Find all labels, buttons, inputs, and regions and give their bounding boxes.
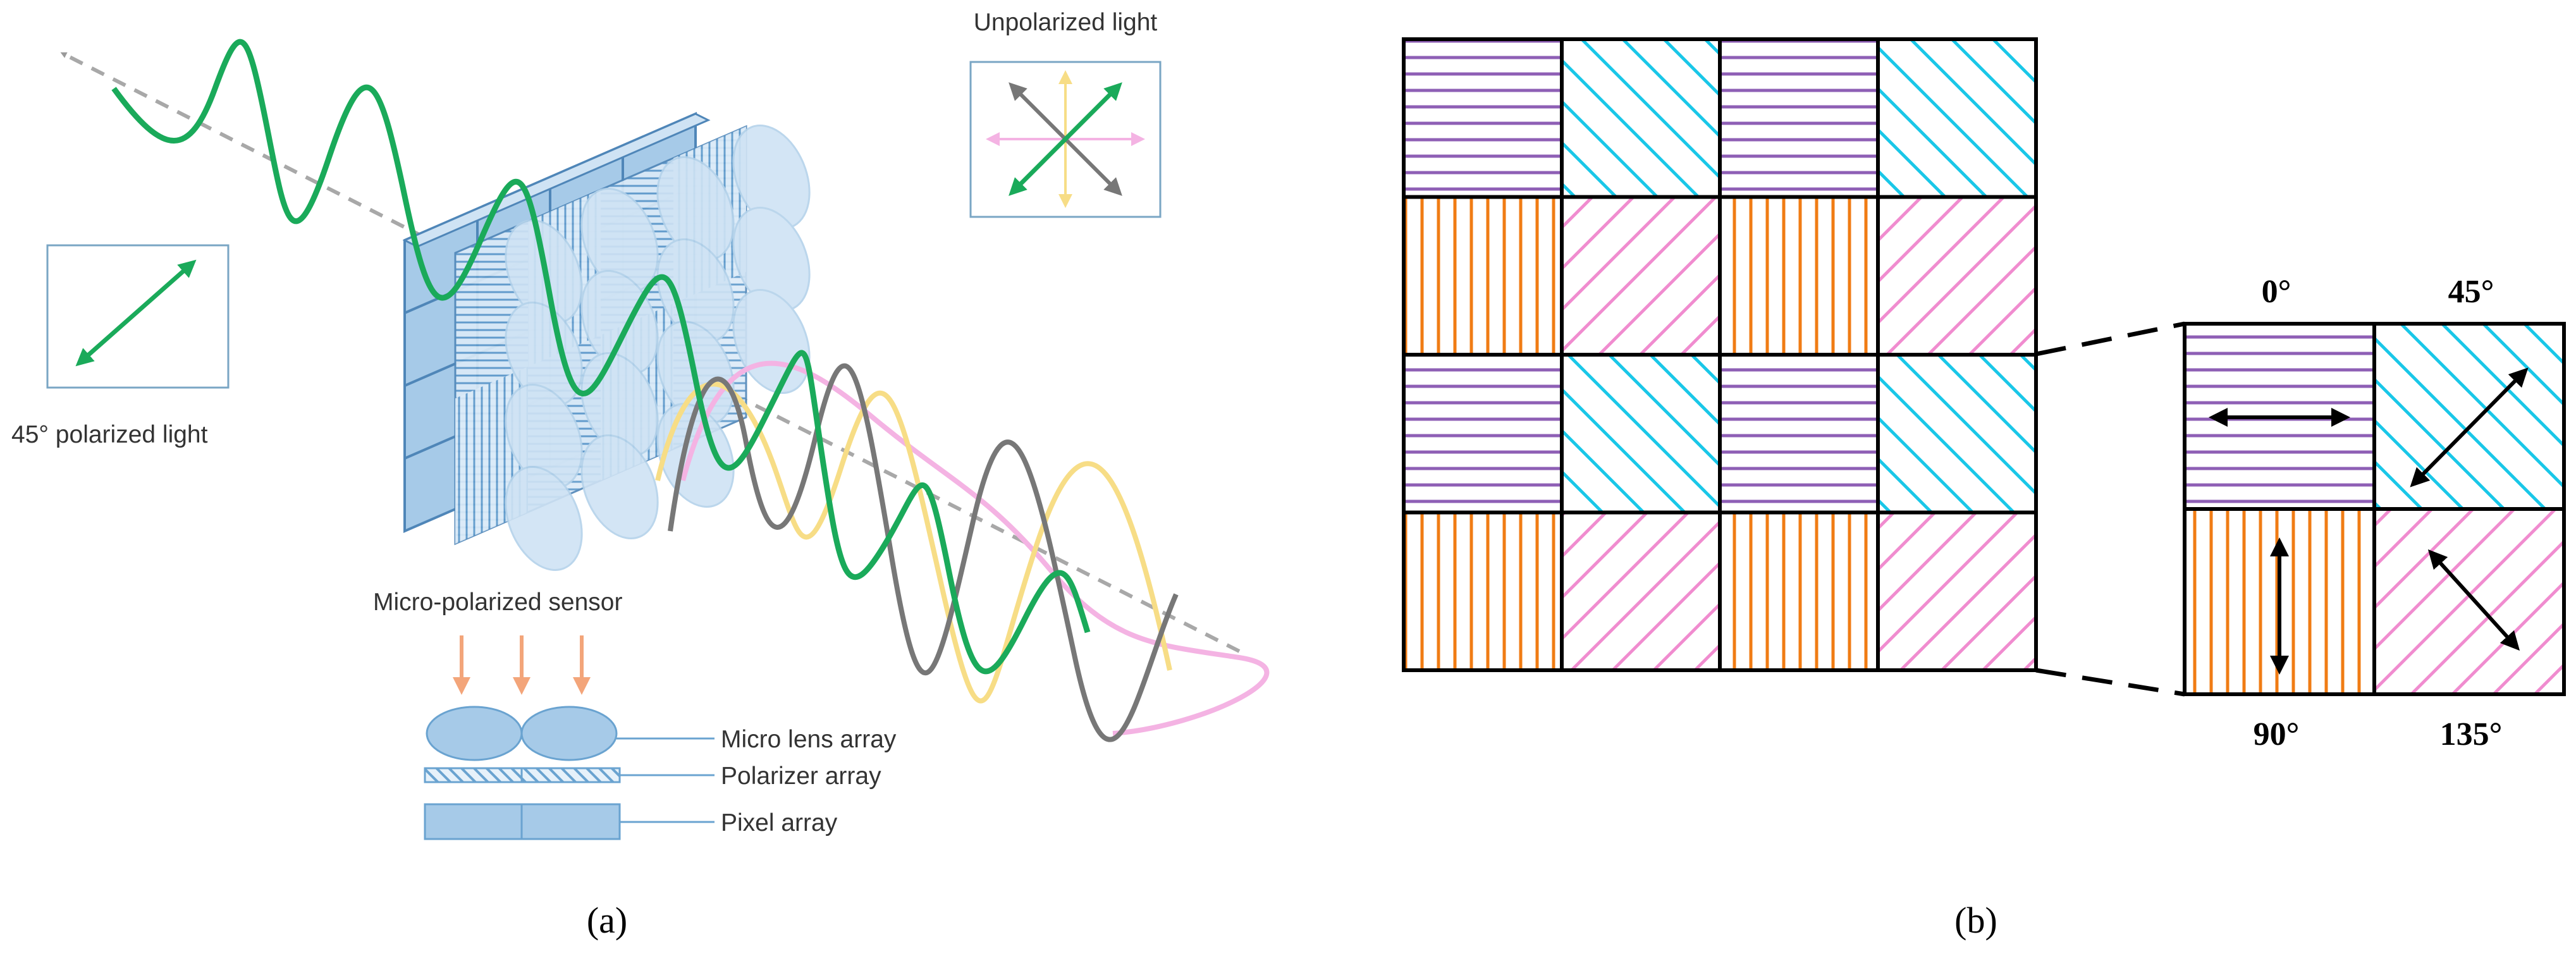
- diagonal-45-arrow-icon: [2410, 367, 2529, 487]
- grid-cell-r1-c2-90: [1718, 195, 1880, 357]
- layer-label-0: Micro lens array: [721, 726, 897, 753]
- caption-b: (b): [1954, 900, 1997, 941]
- grid-cell-r3-c1-135: [1560, 510, 1722, 672]
- panel-b: 0° 45° 90° 135° (b): [1402, 37, 2566, 941]
- angle-label-0: 0°: [2262, 274, 2291, 310]
- grid-cell-r3-c0-90: [1402, 510, 1564, 672]
- unpolarized-icon-box: Unpolarized light: [969, 9, 1162, 218]
- sensor-stack: [402, 111, 811, 571]
- grid-cell-r2-c0-0: [1402, 353, 1564, 515]
- grid-cell-r3-c2-90: [1718, 510, 1880, 672]
- layer-micro-lens: Micro lens array: [426, 706, 897, 761]
- grid-cell-r2-c3-45: [1876, 353, 2038, 515]
- unpolarized-label: Unpolarized light: [974, 9, 1158, 36]
- grid-cell-r1-c1-135: [1560, 195, 1722, 357]
- grid-cell-r2-c2-0: [1718, 353, 1880, 515]
- wave-gray: [668, 363, 1179, 742]
- down-arrow-icon: [453, 635, 591, 695]
- sensor-label: Micro-polarized sensor: [373, 589, 622, 616]
- diagonal-double-arrow-icon: [75, 259, 197, 367]
- superpixel-zoom: 0° 45° 90° 135°: [2183, 274, 2566, 752]
- grid-cell-r3-c3-135: [1876, 510, 2038, 672]
- grid-cell-r1-c0-90: [1402, 195, 1564, 357]
- zoom-connector-top: [2035, 321, 2185, 357]
- wave-pink: [680, 360, 1270, 736]
- diagonal-135-arrow-icon: [2427, 549, 2520, 651]
- layer-label-2: Pixel array: [721, 809, 838, 837]
- wave-green: [111, 39, 1091, 675]
- angle-label-45: 45°: [2448, 274, 2494, 310]
- angle-label-135: 135°: [2440, 716, 2503, 752]
- grid-border: [1402, 37, 2038, 672]
- zoom-cell-135: [2372, 507, 2566, 696]
- zoom-cell-45: [2372, 322, 2566, 511]
- layer-pixel: Pixel array: [424, 803, 838, 840]
- polarized-icon-box: 45° polarized light: [11, 244, 230, 448]
- polarized-label: 45° polarized light: [11, 421, 208, 448]
- caption-a: (a): [587, 900, 627, 941]
- grid-cell-r0-c1-45: [1560, 37, 1722, 199]
- multi-direction-arrows-icon: [986, 70, 1145, 208]
- grid-cell-r0-c0-0: [1402, 37, 1564, 199]
- grid-cell-r1-c3-135: [1876, 195, 2038, 357]
- lens-plate: [505, 125, 811, 571]
- grid-cell-r0-c3-45: [1876, 37, 2038, 199]
- zoom-connector-bottom: [2035, 668, 2185, 697]
- grid-cell-r2-c1-45: [1560, 353, 1722, 515]
- polarized-box: [46, 244, 230, 389]
- layer-label-1: Polarizer array: [721, 763, 881, 790]
- panel-a: Unpolarized light 45° polarized light Mi…: [11, 9, 1270, 941]
- polarizer-grid: [1402, 37, 2038, 672]
- angle-label-90: 90°: [2254, 716, 2300, 752]
- grid-cell-r0-c2-0: [1718, 37, 1880, 199]
- layer-polarizer: Polarizer array: [424, 763, 881, 790]
